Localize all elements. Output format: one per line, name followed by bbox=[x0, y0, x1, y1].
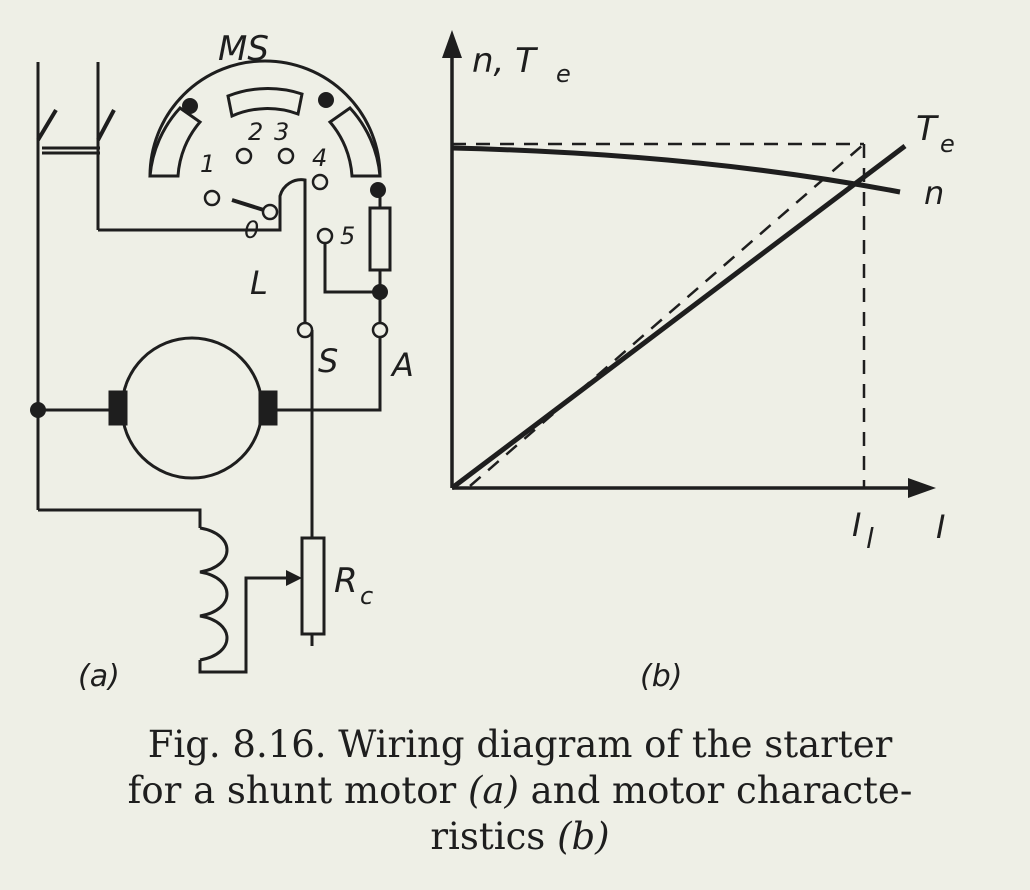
torque-reference-dashed bbox=[469, 143, 865, 487]
contact-0 bbox=[261, 203, 279, 221]
label-a: A bbox=[390, 346, 414, 384]
switch-blade-right bbox=[96, 109, 116, 141]
wiring-labels: MS 1 2 3 4 5 0 L S A R c (a) bbox=[78, 29, 414, 694]
label-rc: R bbox=[334, 561, 358, 601]
contact-1 bbox=[203, 189, 221, 207]
y-axis-label-sub: e bbox=[556, 60, 571, 88]
resistor-segment-2 bbox=[226, 87, 304, 119]
resistor-segment-3 bbox=[327, 106, 382, 178]
wire-lever-feed bbox=[98, 212, 282, 232]
rheostat-arrow bbox=[286, 570, 302, 586]
wire-contact-5 bbox=[323, 236, 380, 294]
x-tick-label-sub: l bbox=[866, 522, 874, 555]
caption-text: for a shunt motor bbox=[127, 769, 468, 812]
wire-left-bottom bbox=[38, 508, 202, 528]
label-lever-l: L bbox=[250, 264, 268, 302]
starter-arc bbox=[148, 59, 382, 177]
contact-3 bbox=[277, 147, 295, 165]
junction-dots bbox=[30, 92, 388, 418]
caption-ref-a: (a) bbox=[467, 769, 519, 812]
switch-blade-left bbox=[36, 108, 58, 142]
x-axis-arrow bbox=[908, 478, 936, 498]
label-rc-sub: c bbox=[360, 582, 373, 610]
caption-text: ristics bbox=[430, 815, 558, 858]
resistor-segment-1 bbox=[148, 106, 203, 178]
motor-armature bbox=[120, 336, 264, 480]
x-axis-label: I bbox=[936, 508, 945, 546]
contact-5 bbox=[316, 227, 334, 245]
speed-curve-n bbox=[451, 145, 901, 195]
motor-brush-left bbox=[108, 390, 128, 426]
label-contact-3: 3 bbox=[274, 118, 289, 146]
label-ms: MS bbox=[218, 29, 269, 69]
terminal-a bbox=[371, 321, 389, 339]
junction-dot bbox=[370, 182, 386, 198]
caption-line-1: Fig. 8.16. Wiring diagram of the starter bbox=[147, 723, 893, 766]
caption-line-2: for a shunt motor (a) and motor characte… bbox=[40, 768, 1000, 814]
motor-brush-right bbox=[258, 390, 278, 426]
graph-labels: n, T e T e n I l I (b) bbox=[472, 41, 955, 694]
y-axis-label: n, T bbox=[472, 41, 538, 81]
junction-dot bbox=[182, 98, 198, 114]
label-contact-1: 1 bbox=[200, 150, 215, 178]
contact-4 bbox=[311, 173, 329, 191]
junction-dot bbox=[318, 92, 334, 108]
torque-curve-te bbox=[450, 144, 907, 490]
panel-label-b: (b) bbox=[640, 659, 682, 694]
caption-text: and motor characte- bbox=[518, 769, 913, 812]
curve-n-label: n bbox=[924, 174, 944, 212]
resistor-series bbox=[368, 206, 392, 272]
contact-terminals bbox=[203, 147, 389, 339]
junction-dot bbox=[30, 402, 46, 418]
label-contact-4: 4 bbox=[312, 144, 327, 172]
wire-a-to-motor bbox=[270, 328, 382, 412]
figure-drawing: MS 1 2 3 4 5 0 L S A R c (a) n, T e T e … bbox=[30, 29, 955, 694]
curve-te-label: T bbox=[916, 109, 939, 149]
label-contact-5: 5 bbox=[340, 222, 355, 250]
caption-ref-b: (b) bbox=[557, 815, 610, 858]
x-tick-label: I bbox=[852, 506, 861, 544]
field-winding bbox=[199, 526, 229, 662]
label-contact-0: 0 bbox=[244, 216, 259, 244]
rheostat-rc bbox=[300, 536, 326, 636]
contact-2 bbox=[235, 147, 253, 165]
label-contact-2: 2 bbox=[248, 118, 263, 146]
caption-line-3: ristics (b) bbox=[40, 814, 1000, 860]
y-axis-arrow bbox=[442, 30, 462, 58]
figure-caption: Fig. 8.16. Wiring diagram of the starter… bbox=[40, 722, 1000, 860]
terminal-s bbox=[296, 321, 314, 339]
wire-field-return bbox=[198, 576, 296, 674]
curve-te-label-sub: e bbox=[940, 130, 955, 158]
label-s: S bbox=[318, 342, 338, 380]
starter-lever-l bbox=[278, 178, 307, 326]
characteristics-graph bbox=[442, 30, 936, 498]
panel-label-a: (a) bbox=[78, 659, 120, 694]
junction-dot bbox=[372, 284, 388, 300]
